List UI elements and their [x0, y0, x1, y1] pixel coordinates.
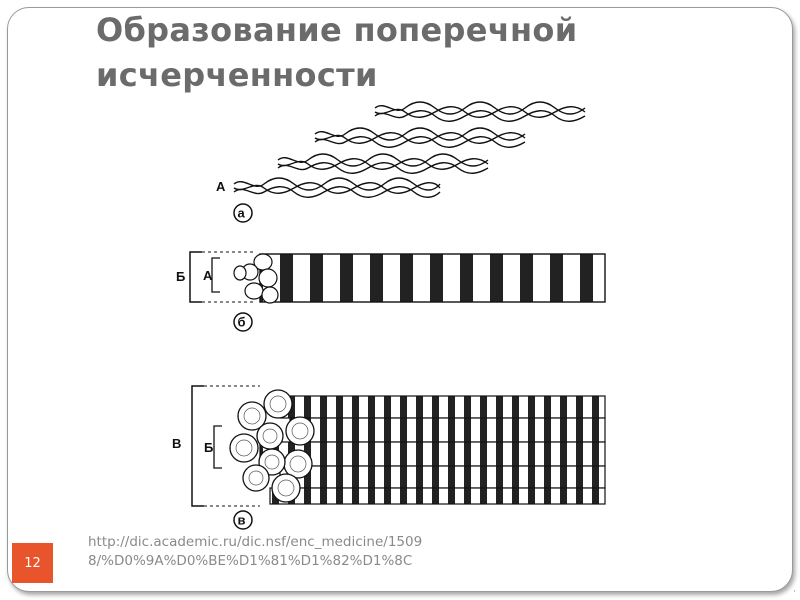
svg-text:а: а: [238, 206, 246, 221]
helix-strand-2: [315, 128, 525, 147]
label-a-inner: А: [203, 268, 213, 283]
helix-strand-3: [278, 154, 488, 173]
label-v-outer: В: [172, 436, 181, 451]
corner-mark: ·: [793, 587, 796, 597]
page-number-badge: 12: [12, 543, 53, 583]
collagen-fiber-diagram: А а Б А б: [160, 96, 620, 536]
helix-strand-1: [375, 102, 585, 121]
stage-v-marker: в: [234, 511, 252, 529]
source-url[interactable]: http://dic.academic.ru/dic.nsf/enc_medic…: [88, 533, 433, 571]
fibril: [190, 252, 605, 303]
stage-b-marker: б: [234, 313, 252, 331]
page-number: 12: [24, 556, 41, 571]
svg-text:в: в: [238, 513, 246, 528]
svg-text:б: б: [238, 315, 246, 330]
helix-strand-4: [234, 178, 440, 197]
slide-title: Образование поперечной исчерченности: [96, 8, 656, 98]
stage-a-marker: а: [234, 204, 252, 222]
label-b-inner: Б: [204, 440, 213, 455]
fiber-bundle: [192, 386, 605, 506]
label-b-outer: Б: [176, 269, 185, 284]
triple-helix-strands: [234, 102, 585, 197]
label-a-strand: А: [216, 179, 226, 194]
